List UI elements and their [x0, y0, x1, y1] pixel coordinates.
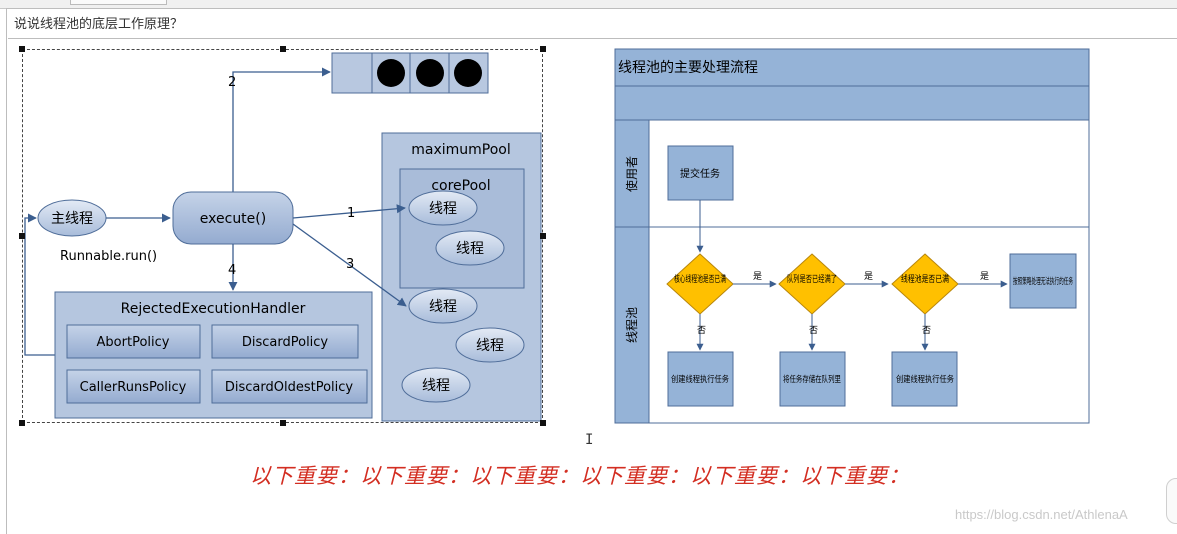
- caller-runs-policy-box: CallerRunsPolicy: [66, 369, 201, 404]
- submit-task-label: 提交任务: [680, 167, 720, 180]
- lane-pool-label: 线程池: [624, 307, 639, 343]
- thread-node: 线程: [455, 327, 525, 363]
- resize-handle[interactable]: [280, 46, 286, 52]
- discard-oldest-policy-box: DiscardOldestPolicy: [211, 369, 368, 404]
- svg-text:创建线程执行任务: 创建线程执行任务: [671, 374, 729, 385]
- text-cursor-icon: I: [585, 432, 594, 448]
- rejected-handler-label: RejectedExecutionHandler: [121, 301, 306, 317]
- svg-text:CallerRunsPolicy: CallerRunsPolicy: [80, 380, 187, 395]
- thread-label: 线程: [422, 378, 450, 394]
- caller-runs-feedback-line: [24, 213, 55, 356]
- svg-text:否: 否: [697, 325, 706, 336]
- queue-task-icon: [454, 59, 482, 87]
- arrow-to-maximum-pool: [292, 223, 407, 307]
- svg-text:AbortPolicy: AbortPolicy: [97, 335, 170, 350]
- core-pool-box: [399, 168, 525, 289]
- abort-policy-box: AbortPolicy: [66, 324, 201, 359]
- queue-task-icon: [416, 59, 444, 87]
- svg-text:否: 否: [922, 325, 931, 336]
- arrow-to-queue: [232, 67, 331, 192]
- svg-text:核心线程池是否已满: 核心线程池是否已满: [674, 273, 726, 285]
- processing-flow-diagram: 线程池的主要处理流程 使用者 线程池 提交任务 核心线程池是否已满 是 否 队列…: [614, 48, 1090, 424]
- resize-handle[interactable]: [280, 420, 286, 426]
- watermark: https://blog.csdn.net/AthlenaA: [955, 507, 1128, 522]
- side-float-button[interactable]: [1166, 478, 1177, 524]
- image-selection-outline[interactable]: [22, 49, 543, 423]
- svg-text:DiscardOldestPolicy: DiscardOldestPolicy: [225, 380, 354, 395]
- resize-handle[interactable]: [540, 420, 546, 426]
- thread-label: 线程: [476, 338, 504, 354]
- svg-text:将任务存储在队列里: 将任务存储在队列里: [783, 374, 841, 385]
- core-pool-label: corePool: [431, 178, 490, 194]
- step-2-label: 2: [228, 75, 236, 90]
- resize-handle[interactable]: [19, 233, 25, 239]
- svg-text:是: 是: [753, 271, 762, 282]
- thread-label: 线程: [429, 201, 457, 217]
- resize-handle[interactable]: [540, 46, 546, 52]
- resize-handle[interactable]: [19, 46, 25, 52]
- resize-handle[interactable]: [19, 420, 25, 426]
- flow-title: 线程池的主要处理流程: [618, 60, 758, 76]
- discard-policy-box: DiscardPolicy: [211, 324, 359, 359]
- question-heading: 说说线程池的底层工作原理？: [14, 17, 184, 32]
- important-notice: 以下重要：以下重要：以下重要：以下重要：以下重要：以下重要：: [250, 464, 910, 488]
- step-3-label: 3: [346, 257, 354, 272]
- store-in-queue-box: [779, 351, 846, 407]
- thread-node: 线程: [408, 190, 478, 226]
- svg-text:是: 是: [864, 271, 873, 282]
- step-4-label: 4: [228, 263, 236, 278]
- svg-text:DiscardPolicy: DiscardPolicy: [242, 335, 329, 350]
- resize-handle[interactable]: [540, 233, 546, 239]
- create-thread-box-2: [891, 351, 958, 407]
- flow-title-bar: [614, 48, 1090, 87]
- svg-text:是: 是: [980, 271, 989, 282]
- step-1-label: 1: [347, 206, 355, 221]
- create-thread-box-1: [667, 351, 734, 407]
- svg-text:队列是否已经满了: 队列是否已经满了: [787, 273, 837, 285]
- heading-divider: [8, 38, 1177, 39]
- blocking-queue: [331, 52, 489, 94]
- thread-label: 线程: [456, 241, 484, 257]
- execute-label: execute(): [200, 211, 266, 227]
- main-thread-label: 主线程: [51, 211, 93, 227]
- queue-task-icon: [377, 59, 405, 87]
- thread-node: 线程: [435, 230, 505, 266]
- lane-user-label: 使用者: [624, 156, 639, 192]
- svg-text:按照策略处理无法执行的任务: 按照策略处理无法执行的任务: [1013, 276, 1073, 287]
- top-tab[interactable]: [70, 0, 167, 5]
- thread-node: 线程: [401, 367, 471, 403]
- arrow-to-core-pool: [292, 204, 406, 219]
- thread-label: 线程: [429, 299, 457, 315]
- content-frame: [6, 8, 1177, 534]
- reject-policy-box: [1009, 253, 1077, 309]
- maximum-pool-label: maximumPool: [411, 142, 511, 158]
- lane-pool-header: [614, 226, 650, 424]
- flow-header-row: [614, 85, 1090, 121]
- svg-text:否: 否: [809, 325, 818, 336]
- thread-node: 线程: [408, 288, 478, 324]
- runnable-label: Runnable.run(): [60, 249, 157, 264]
- svg-text:创建线程执行任务: 创建线程执行任务: [896, 374, 954, 385]
- svg-text:线程池是否已满: 线程池是否已满: [901, 273, 949, 285]
